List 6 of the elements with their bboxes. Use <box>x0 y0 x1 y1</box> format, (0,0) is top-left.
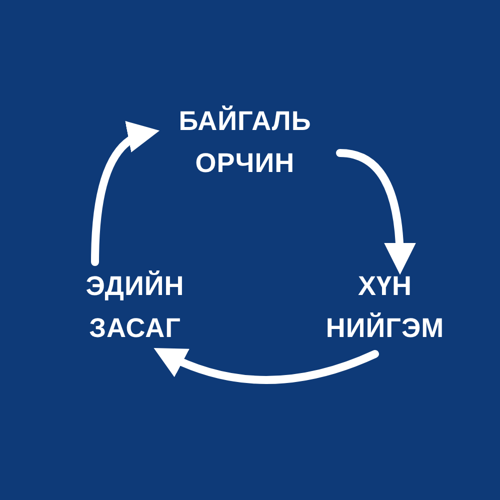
curved-arrow <box>91 123 160 266</box>
cycle-stage-label: БАЙГАЛЬ ОРЧИН <box>178 104 312 180</box>
curved-arrow <box>153 348 379 384</box>
cycle-stage-label: ЭДИЙН ЗАСАГ <box>84 270 186 345</box>
cycle-stage-label: ХҮН НИЙГЭМ <box>324 270 446 345</box>
curved-arrow <box>336 149 416 275</box>
